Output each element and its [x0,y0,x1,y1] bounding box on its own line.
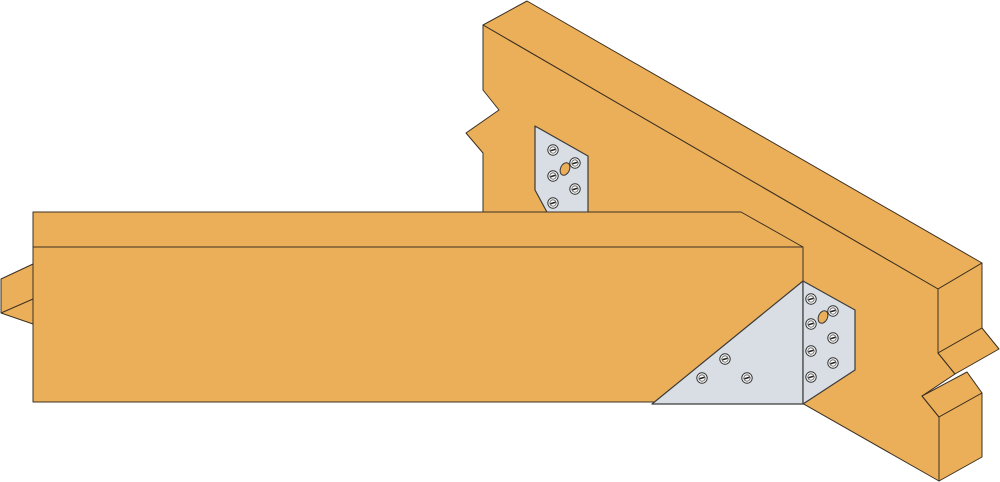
screw-icon [547,197,559,209]
screw-icon [827,305,839,317]
screw-icon [547,170,559,182]
screw-icon [547,144,559,156]
screw-icon [805,318,817,330]
bolt-hole-icon [559,162,571,176]
screw-icon [805,371,817,383]
back-beam-notch-upper [937,327,1000,375]
front-beam-tenon [0,263,34,325]
bracket-side-flange [802,280,856,405]
upper-angle-plate [534,125,589,215]
lower-angle-bracket [651,280,856,405]
screw-icon [827,357,839,369]
back-beam-end-face-lower [938,392,983,482]
front-beam-tenon-edge [0,298,34,314]
screw-icon [805,293,817,305]
screw-icon [805,345,817,357]
screw-icon [827,332,839,344]
screw-icon [696,372,708,384]
screw-icon [569,157,581,169]
screw-icon [569,183,581,195]
screw-icon [719,353,731,365]
bolt-hole-icon [817,310,829,324]
front-beam-top-face [32,211,804,248]
front-beam [0,211,804,403]
screw-icon [741,372,753,384]
